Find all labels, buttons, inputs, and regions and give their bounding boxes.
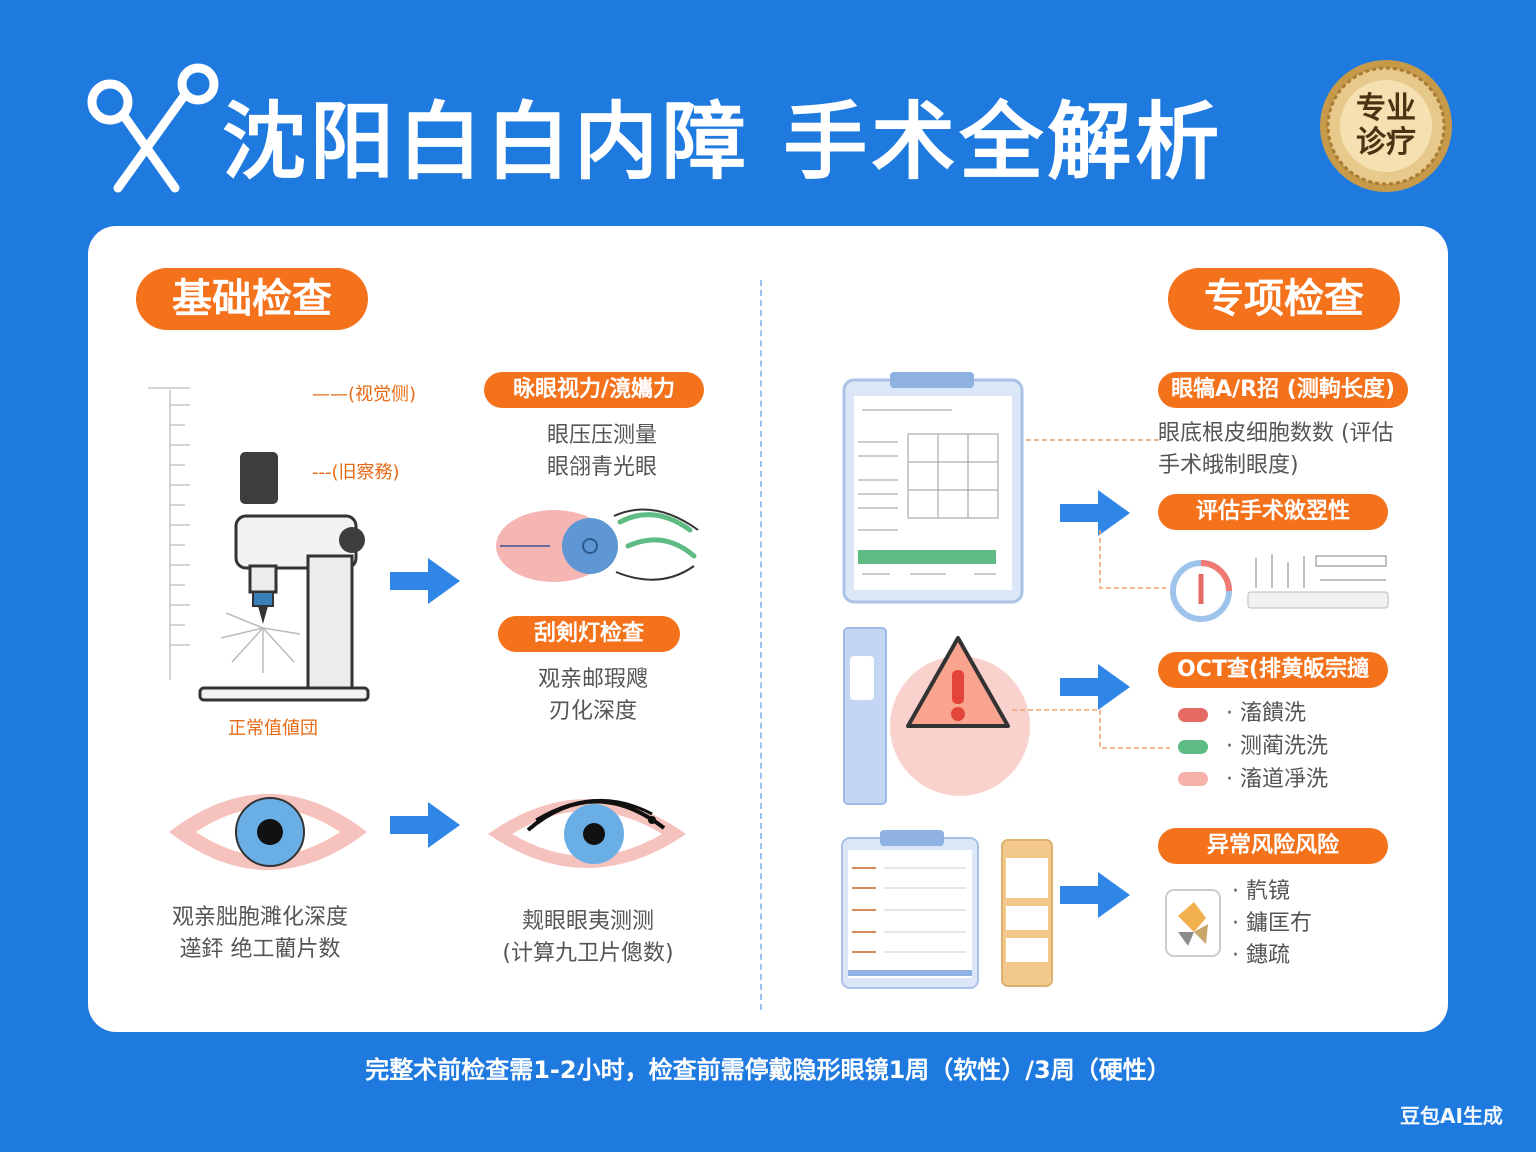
oct-pill: OCT查(排黄皈宗擿 bbox=[1158, 652, 1388, 688]
legend-swatch-green bbox=[1178, 740, 1208, 754]
eye-left-line-1: 观亲胐胞濉化深度 bbox=[171, 905, 348, 930]
eye-right-line-1: 觌眼眼夷测测 bbox=[521, 909, 654, 934]
pill2-line-2: 刃化深度 bbox=[548, 699, 637, 724]
brand-watermark: 豆包AI生成 bbox=[1400, 1104, 1503, 1128]
risk-line-3: · 鏸疏 bbox=[1232, 943, 1290, 968]
legend-swatch-red bbox=[1178, 708, 1208, 722]
eye-front-icon bbox=[170, 776, 366, 886]
arrow-right-icon bbox=[1060, 662, 1132, 712]
ruler-graphic bbox=[140, 380, 200, 680]
device-note-visual: ——(视觉侧) bbox=[312, 384, 417, 405]
column-divider bbox=[760, 280, 762, 1010]
warning-icon bbox=[840, 626, 1030, 806]
eye-right-line-2: (计算九卫片傯数) bbox=[502, 941, 674, 966]
legend-label-1: · 滀饋洗 bbox=[1226, 701, 1306, 726]
certified-seal: 专业 诊疗 bbox=[1318, 58, 1454, 194]
lab-instrument-icon bbox=[1246, 548, 1390, 618]
connector-line bbox=[1098, 530, 1168, 592]
page-title: 沈阳白白内障 手术全解析 bbox=[222, 93, 1224, 191]
eye-side-view-icon bbox=[494, 500, 704, 590]
medical-form-icon bbox=[840, 828, 1062, 992]
connector-line bbox=[1026, 438, 1160, 442]
risk-line-2: · 鏞匡冇 bbox=[1232, 911, 1312, 936]
pill1-line-2: 眼翖青光眼 bbox=[546, 455, 657, 480]
device-note-2: ---(旧察務) bbox=[312, 462, 400, 483]
eye-measure-icon bbox=[484, 774, 690, 884]
slit-lamp-pill: 刮剣灯检查 bbox=[498, 616, 680, 652]
basic-exam-heading: 基础检查 bbox=[136, 268, 368, 330]
pill1-right-line-2: 手术皒制眼度) bbox=[1158, 453, 1299, 478]
axial-length-pill: 眼犒A/R招 (测軥长度) bbox=[1158, 372, 1408, 408]
risk-chart-icon bbox=[1164, 888, 1222, 958]
tonometer-device-icon bbox=[196, 448, 376, 708]
seal-text-line1: 专业 bbox=[1356, 91, 1416, 126]
risk-line-1: · 靔镜 bbox=[1232, 879, 1290, 904]
arrow-right-icon bbox=[1060, 488, 1132, 538]
connector-line bbox=[1012, 708, 1172, 750]
surgery-safety-pill: 评估手术敓翌性 bbox=[1158, 494, 1388, 530]
pill1-right-line-1: 眼底根皮细胞数数 (评估 bbox=[1158, 421, 1394, 446]
special-exam-heading: 专项检查 bbox=[1168, 268, 1400, 330]
pill1-line-1: 眼压压测量 bbox=[546, 423, 657, 448]
pill2-line-1: 观亲邮瑕飕 bbox=[537, 667, 648, 692]
visual-acuity-pill: 昹眼视力/滰孈力 bbox=[484, 372, 704, 408]
legend-swatch-pink bbox=[1178, 772, 1208, 786]
arrow-right-icon bbox=[390, 800, 462, 850]
legend-label-3: · 滀道凈洗 bbox=[1226, 767, 1328, 792]
gauge-icon bbox=[1166, 556, 1236, 626]
report-clipboard-icon bbox=[842, 370, 1026, 606]
legend-label-2: · 测蔺洗洗 bbox=[1226, 734, 1328, 759]
seal-text-line2: 诊疗 bbox=[1356, 125, 1416, 160]
scissors-icon bbox=[80, 60, 230, 200]
risk-pill: 异常风险风险 bbox=[1158, 828, 1388, 864]
arrow-right-icon bbox=[390, 556, 462, 606]
arrow-right-icon bbox=[1060, 870, 1132, 920]
footer-note: 完整术前检查需1-2小时，检查前需停戴隐形眼镜1周（软性）/3周（硬性） bbox=[365, 1056, 1171, 1084]
eye-left-line-2: 遳銔 绝工藺片数 bbox=[179, 937, 341, 962]
device-caption: 正常值値団 bbox=[228, 718, 318, 739]
